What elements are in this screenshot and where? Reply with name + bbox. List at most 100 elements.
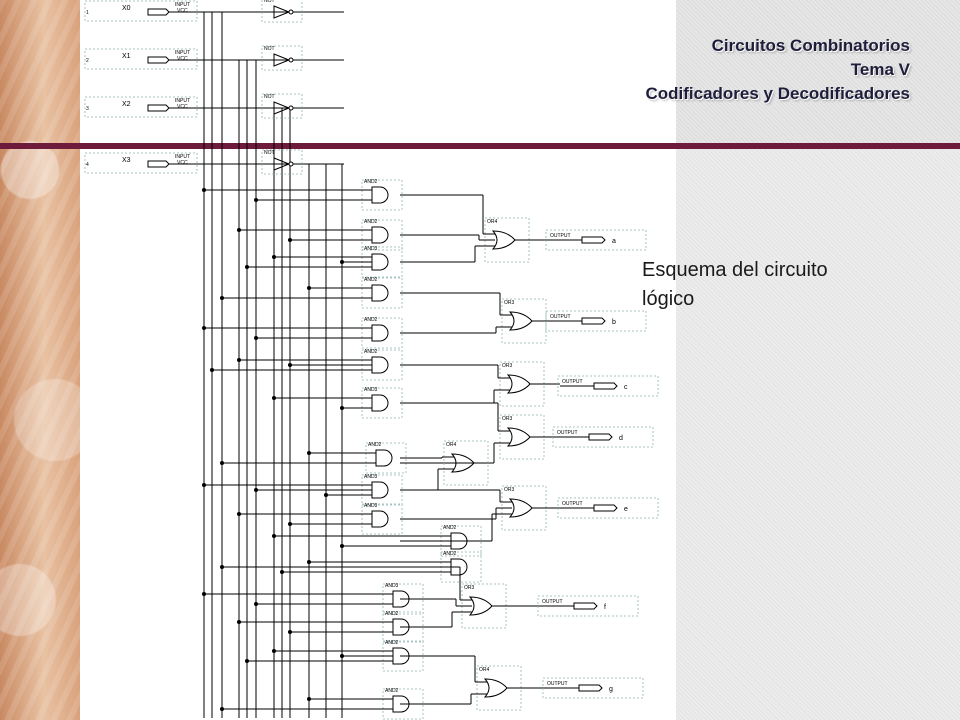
input-vcc-label: VCC (177, 56, 188, 62)
title-line-course: Circuitos Combinatorios (711, 36, 910, 55)
input-port-symbol (147, 8, 170, 16)
output-tag-label: OUTPUT (550, 314, 571, 320)
and-gate-symbol (371, 226, 389, 244)
or-gate-label: OR4 (479, 667, 490, 673)
output-frame (545, 229, 647, 251)
or-gate-label: OR3 (502, 416, 513, 422)
junction-dot (237, 358, 241, 362)
and-gate-symbol (450, 558, 468, 576)
and-gate-frame (382, 583, 424, 615)
and-gate-label: AND3 (364, 246, 378, 252)
schematic-caption: Esquema del circuito lógico (642, 256, 828, 314)
not-gate-bubble (288, 161, 294, 167)
junction-dot (272, 255, 276, 259)
junction-dot (288, 522, 292, 526)
input-pin-number: 4 (86, 162, 89, 168)
junction-dot (307, 286, 311, 290)
or-gate-frame (443, 440, 489, 486)
junction-dot (280, 570, 284, 574)
junction-dot (254, 336, 258, 340)
and-gate-frame (361, 387, 403, 419)
not-gate-symbol (273, 157, 291, 171)
output-frame (537, 595, 639, 617)
and-gate-frame (361, 179, 403, 211)
or-gate-symbol (506, 374, 531, 394)
junction-dot (237, 620, 241, 624)
output-name-label: a (612, 238, 616, 245)
junction-dot (220, 461, 224, 465)
or-gate-symbol (506, 427, 531, 447)
and-gate-label: AND3 (364, 503, 378, 509)
junction-dot (254, 198, 258, 202)
input-name-label: X1 (122, 53, 131, 60)
not-gate-symbol (273, 53, 291, 67)
and-gate-symbol (371, 284, 389, 302)
input-port-symbol (147, 104, 170, 112)
output-tag-label: OUTPUT (557, 430, 578, 436)
and-gate-symbol (371, 510, 389, 528)
input-frame (84, 152, 198, 174)
junction-dot (202, 326, 206, 330)
input-pin-number: 1 (86, 10, 89, 16)
and-gate-label: AND2 (364, 277, 378, 283)
and-gate-label: AND3 (385, 583, 399, 589)
output-port-symbol (578, 684, 603, 692)
and-gate-symbol (371, 253, 389, 271)
junction-dot (307, 560, 311, 564)
not-gate-symbol (273, 5, 291, 19)
input-frame (84, 96, 198, 118)
and-gate-symbol (371, 481, 389, 499)
junction-dot (210, 368, 214, 372)
and-gate-symbol (392, 618, 410, 636)
input-tag-label: INPUT (175, 154, 190, 160)
junction-dot (245, 659, 249, 663)
input-tag-label: INPUT (175, 2, 190, 8)
or-gate-label: OR3 (502, 363, 513, 369)
output-name-label: d (619, 435, 623, 442)
output-frame (552, 426, 654, 448)
not-gate-label: NOT (264, 150, 275, 156)
header-panel (676, 0, 960, 146)
input-vcc-label: VCC (177, 104, 188, 110)
junction-dot (220, 565, 224, 569)
input-pin-number: 3 (86, 106, 89, 112)
output-name-label: e (624, 506, 628, 513)
junction-dot (254, 602, 258, 606)
and-gate-frame (361, 277, 403, 309)
and-gate-frame (361, 503, 403, 535)
and-gate-label: AND2 (368, 442, 382, 448)
and-gate-frame (382, 688, 424, 720)
or-gate-label: OR3 (504, 487, 515, 493)
output-frame (557, 375, 659, 397)
and-gate-symbol (371, 324, 389, 342)
junction-dot (245, 265, 249, 269)
output-name-label: b (612, 319, 616, 326)
junction-dot (307, 697, 311, 701)
and-gate-label: AND2 (443, 525, 457, 531)
and-gate-symbol (371, 186, 389, 204)
input-frame (84, 48, 198, 70)
and-gate-symbol (375, 449, 393, 467)
not-gate-symbol (273, 101, 291, 115)
not-gate-label: NOT (264, 94, 275, 100)
input-pin-number: 2 (86, 58, 89, 64)
output-frame (542, 677, 644, 699)
junction-dot (324, 493, 328, 497)
or-gate-symbol (450, 453, 475, 473)
output-name-label: g (609, 686, 613, 693)
input-name-label: X0 (122, 5, 131, 12)
and-gate-label: AND2 (385, 688, 399, 694)
junction-dot (237, 512, 241, 516)
not-gate-frame (261, 45, 303, 71)
not-gate-bubble (288, 105, 294, 111)
junction-dot (288, 630, 292, 634)
and-gate-label: AND3 (364, 387, 378, 393)
input-port-symbol (147, 56, 170, 64)
and-gate-frame (361, 219, 403, 251)
not-gate-frame (261, 0, 303, 23)
input-tag-label: INPUT (175, 50, 190, 56)
and-gate-label: AND2 (385, 640, 399, 646)
input-frame (84, 0, 198, 22)
output-name-label: f (604, 604, 606, 611)
